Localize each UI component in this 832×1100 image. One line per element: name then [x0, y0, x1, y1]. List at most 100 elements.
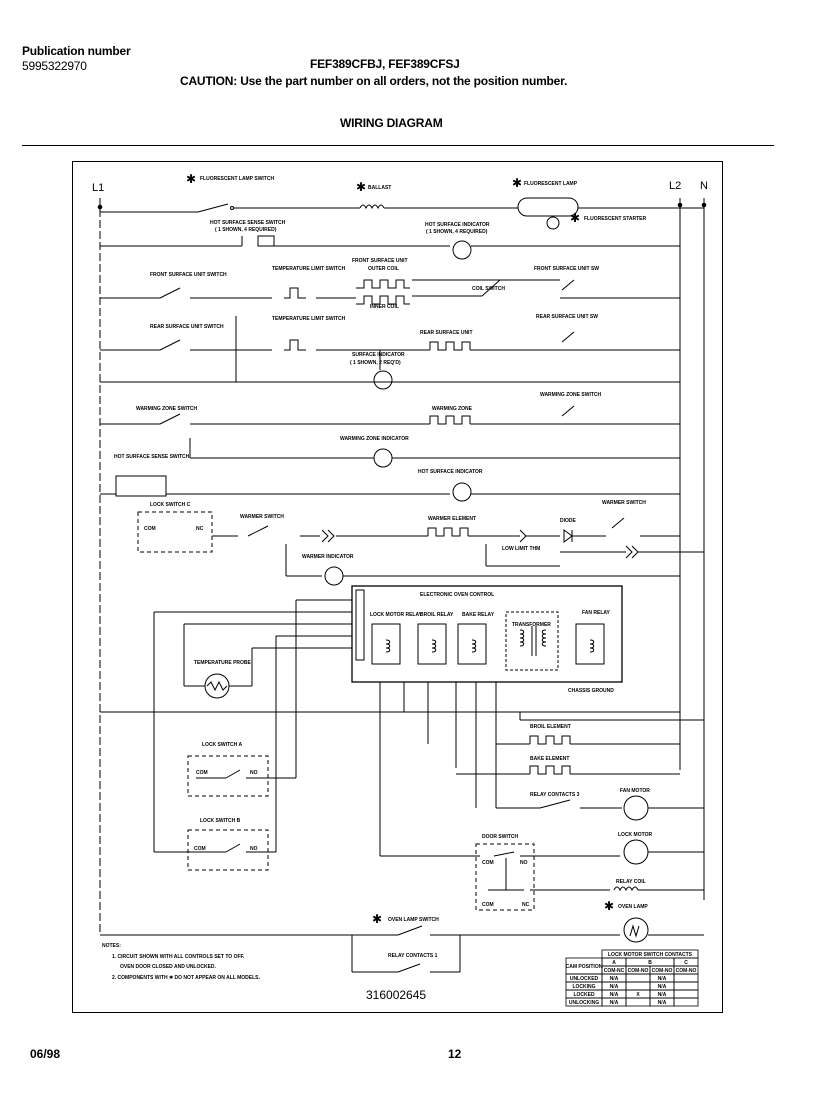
lock-switches: [154, 755, 296, 871]
hot-surface-indicator-note: ( 1 SHOWN, 4 REQUIRED): [426, 229, 488, 235]
broil-bake-elements: [456, 712, 704, 821]
bake-element-label: BAKE ELEMENT: [530, 756, 569, 762]
table-cell: [673, 989, 699, 999]
table-column-header: COM-NO: [652, 968, 673, 974]
asterisk-icon: ✱: [512, 176, 522, 190]
warming-zone-indicator-label: WARMING ZONE INDICATOR: [340, 436, 409, 442]
front-surface-unit-circuit: [100, 279, 680, 305]
no-label-a: NO: [250, 770, 258, 776]
warmer-switch-label: WARMER SWITCH: [240, 514, 284, 520]
table-cell-value: N/A: [610, 976, 619, 982]
lock-switch-b-label: LOCK SWITCH B: [200, 818, 241, 824]
transformer-label: TRANSFORMER: [512, 622, 551, 628]
chassis-ground-label: CHASSIS GROUND: [568, 688, 614, 694]
notes-line-2: OVEN DOOR CLOSED AND UNLOCKED.: [120, 964, 217, 970]
relay-contacts-3-label: RELAY CONTACTS 3: [530, 792, 580, 798]
warmer-circuit: [137, 511, 704, 586]
temperature-limit-switch-label: TEMPERATURE LIMIT SWITCH: [272, 266, 346, 272]
inner-coil-label: INNER COIL: [370, 304, 399, 310]
door-lamp-circuit: [100, 839, 704, 973]
asterisk-icon: ✱: [372, 912, 382, 926]
footer-page-number: 12: [448, 1047, 462, 1061]
table-cam-header: CAM POSITION: [566, 964, 603, 970]
no-label-door: NO: [520, 860, 528, 866]
table-cell: [625, 997, 651, 1007]
table-row-label: UNLOCKING: [569, 1000, 599, 1006]
asterisk-icon: ✱: [604, 899, 614, 913]
warming-zone-label: WARMING ZONE: [432, 406, 473, 412]
notes-line-3: 2. COMPONENTS WITH ✱ DO NOT APPEAR ON AL…: [112, 975, 261, 981]
eoc-label: ELECTRONIC OVEN CONTROL: [420, 592, 494, 598]
ballast-label: BALLAST: [368, 185, 391, 191]
broil-relay-label: BROIL RELAY: [420, 612, 454, 618]
table-cell-value: N/A: [610, 1000, 619, 1006]
low-limit-label: LOW LIMIT THM: [502, 546, 540, 552]
hot-surface-indicator-2-label: HOT SURFACE INDICATOR: [418, 469, 483, 475]
table-column-header: COM-NO: [628, 968, 649, 974]
header-rule: [22, 145, 774, 146]
no-label-b: NO: [250, 846, 258, 852]
footer-date: 06/98: [30, 1047, 61, 1061]
diode-label: DIODE: [560, 518, 577, 524]
hot-surface-sense-circuit: [100, 235, 680, 260]
table-row-label: LOCKING: [572, 984, 595, 990]
warmer-switch-right-label: WARMER SWITCH: [602, 500, 646, 506]
lock-switch-a-label: LOCK SWITCH A: [202, 742, 242, 748]
warming-zone-switch-label: WARMING ZONE SWITCH: [136, 406, 197, 412]
table-column-header: COM-NC: [604, 968, 625, 974]
notes-title: NOTES:: [102, 943, 121, 949]
page-title: WIRING DIAGRAM: [340, 116, 443, 130]
hot-surface-sense-circuit-2: [100, 475, 680, 502]
table-cell-value: N/A: [610, 984, 619, 990]
warmer-element-label: WARMER ELEMENT: [428, 516, 476, 522]
table-cell-value: N/A: [658, 992, 667, 998]
n-label: N: [700, 180, 708, 192]
model-numbers: FEF389CFBJ, FEF389CFSJ: [310, 57, 460, 71]
front-surface-unit-sw-label: FRONT SURFACE UNIT SW: [534, 266, 599, 272]
asterisk-icon: ✱: [356, 180, 366, 194]
com-label-b: COM: [194, 846, 206, 852]
temperature-limit-switch-label-2: TEMPERATURE LIMIT SWITCH: [272, 316, 346, 322]
fan-relay-label: FAN RELAY: [582, 610, 611, 616]
broil-element-label: BROIL ELEMENT: [530, 724, 571, 730]
nc-label: NC: [196, 526, 204, 532]
table-group-header: B: [648, 960, 652, 966]
hot-surface-sense-note: ( 1 SHOWN, 4 REQUIRED): [215, 227, 277, 233]
publication-number: 5995322970: [22, 59, 87, 73]
lock-motor-label: LOCK MOTOR: [618, 832, 652, 838]
table-cell: [625, 981, 651, 991]
asterisk-icon: ✱: [186, 172, 196, 186]
com-label-a: COM: [196, 770, 208, 776]
l1-label: L1: [92, 182, 104, 194]
front-surface-unit-label: FRONT SURFACE UNIT: [352, 258, 408, 264]
table-cell: [673, 981, 699, 991]
table-title: LOCK MOTOR SWITCH CONTACTS: [608, 952, 693, 958]
diagram-part-number: 316002645: [366, 988, 426, 1002]
com-label-door: COM: [482, 860, 494, 866]
surface-indicator-note: ( 1 SHOWN, 2 REQ'D): [350, 360, 401, 366]
lock-switch-c-label: LOCK SWITCH C: [150, 502, 191, 508]
surface-indicator-label: SURFACE INDICATOR: [352, 352, 405, 358]
hot-surface-sense-switch-label: HOT SURFACE SENSE SWITCH: [210, 220, 286, 226]
fan-motor-label: FAN MOTOR: [620, 788, 650, 794]
lock-motor-relay-label: LOCK MOTOR RELAY: [370, 612, 423, 618]
nc-label-door: NC: [522, 902, 530, 908]
com-label: COM: [144, 526, 156, 532]
temperature-probe-label: TEMPERATURE PROBE: [194, 660, 252, 666]
diagram-frame: [72, 161, 723, 1013]
coil-switch-label: COIL SWITCH: [472, 286, 505, 292]
rear-surface-unit-label: REAR SURFACE UNIT: [420, 330, 473, 336]
electronic-oven-control: [351, 585, 623, 683]
caution-text: CAUTION: Use the part number on all orde…: [180, 74, 568, 88]
relay-coil-label: RELAY COIL: [616, 879, 646, 885]
asterisk-icon: ✱: [570, 211, 580, 225]
warming-zone-circuit: [100, 381, 680, 468]
table-cell: [625, 973, 651, 983]
table-cell-value: N/A: [658, 1000, 667, 1006]
table-row-label: UNLOCKED: [570, 976, 599, 982]
table-cell-value: X: [636, 992, 640, 998]
com-label-door-2: COM: [482, 902, 494, 908]
fluorescent-lamp-label: FLUORESCENT LAMP: [524, 181, 578, 187]
